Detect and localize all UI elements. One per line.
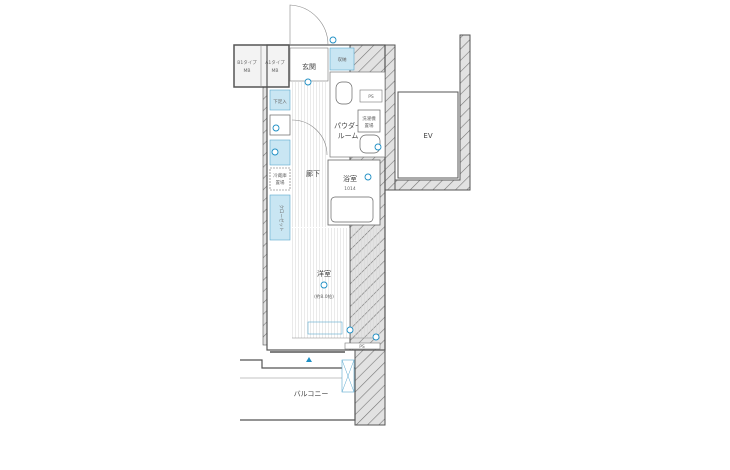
closet-label: クローゼット bbox=[278, 205, 285, 232]
elevator bbox=[397, 91, 459, 179]
light-icon bbox=[320, 281, 328, 289]
hallway-door bbox=[291, 119, 328, 156]
mb-b1-sub: MB bbox=[244, 68, 251, 74]
outlet-icon bbox=[346, 326, 354, 334]
powder-room-label: パウダー bbox=[334, 121, 362, 130]
outlet-icon bbox=[374, 143, 382, 151]
ps-top bbox=[359, 89, 383, 103]
bath-size: 1014 bbox=[344, 186, 356, 192]
closet bbox=[269, 194, 291, 241]
light-icon bbox=[304, 78, 312, 86]
outlet-icon bbox=[372, 333, 380, 341]
intercom-icon bbox=[329, 36, 337, 44]
ps-bottom-label: PS bbox=[359, 344, 365, 350]
fridge-label-2: 置場 bbox=[276, 179, 285, 186]
outlet-icon bbox=[272, 124, 280, 132]
ps-bottom bbox=[344, 342, 381, 350]
elevator-label: EV bbox=[423, 132, 432, 140]
mb-a1-sub: MB bbox=[272, 68, 279, 74]
room-size: (約8.0帖) bbox=[314, 293, 334, 300]
ev-shaft-wall bbox=[394, 34, 471, 191]
meter-box: B1タイプ MB A1タイプ MB bbox=[233, 44, 290, 88]
kitchen-sink bbox=[269, 139, 291, 166]
hallway-floor bbox=[292, 82, 328, 227]
storage bbox=[329, 47, 355, 71]
storage-label: 収納 bbox=[338, 56, 347, 63]
light-icon bbox=[364, 173, 372, 181]
left-wall bbox=[262, 84, 268, 346]
fridge-label: 冷蔵庫 bbox=[273, 172, 287, 179]
ps-top-label: PS bbox=[368, 94, 374, 100]
shoe-box bbox=[269, 89, 291, 111]
toilet-icon bbox=[335, 81, 353, 105]
unit-outline bbox=[266, 44, 386, 351]
hallway-label: 廊下 bbox=[306, 169, 320, 178]
entrance-area bbox=[289, 47, 329, 82]
entrance-label: 玄関 bbox=[302, 62, 316, 71]
faucet-icon bbox=[271, 148, 279, 156]
western-room-label: 洋室 bbox=[317, 269, 331, 278]
washer-label-2: 置場 bbox=[365, 122, 374, 129]
window-arrow-icon bbox=[306, 357, 312, 362]
balcony-label: バルコニー bbox=[294, 390, 329, 398]
stove-icon bbox=[269, 114, 291, 136]
shoe-box-label: 下足入 bbox=[273, 99, 287, 105]
bath-label: 浴室 bbox=[343, 174, 357, 183]
washer-space bbox=[357, 109, 381, 133]
fridge-space bbox=[269, 167, 291, 191]
bathtub-icon bbox=[330, 196, 374, 223]
mb-a1-label: A1タイプ bbox=[265, 59, 285, 66]
powder-room-label-2: ルーム bbox=[338, 132, 359, 140]
mb-b1-label: B1タイプ bbox=[237, 59, 257, 66]
entrance-door bbox=[289, 4, 329, 46]
balcony bbox=[240, 359, 356, 421]
aircon-icon bbox=[307, 321, 343, 335]
western-room-floor bbox=[292, 228, 380, 338]
washer-label: 洗濯機 bbox=[362, 115, 376, 122]
